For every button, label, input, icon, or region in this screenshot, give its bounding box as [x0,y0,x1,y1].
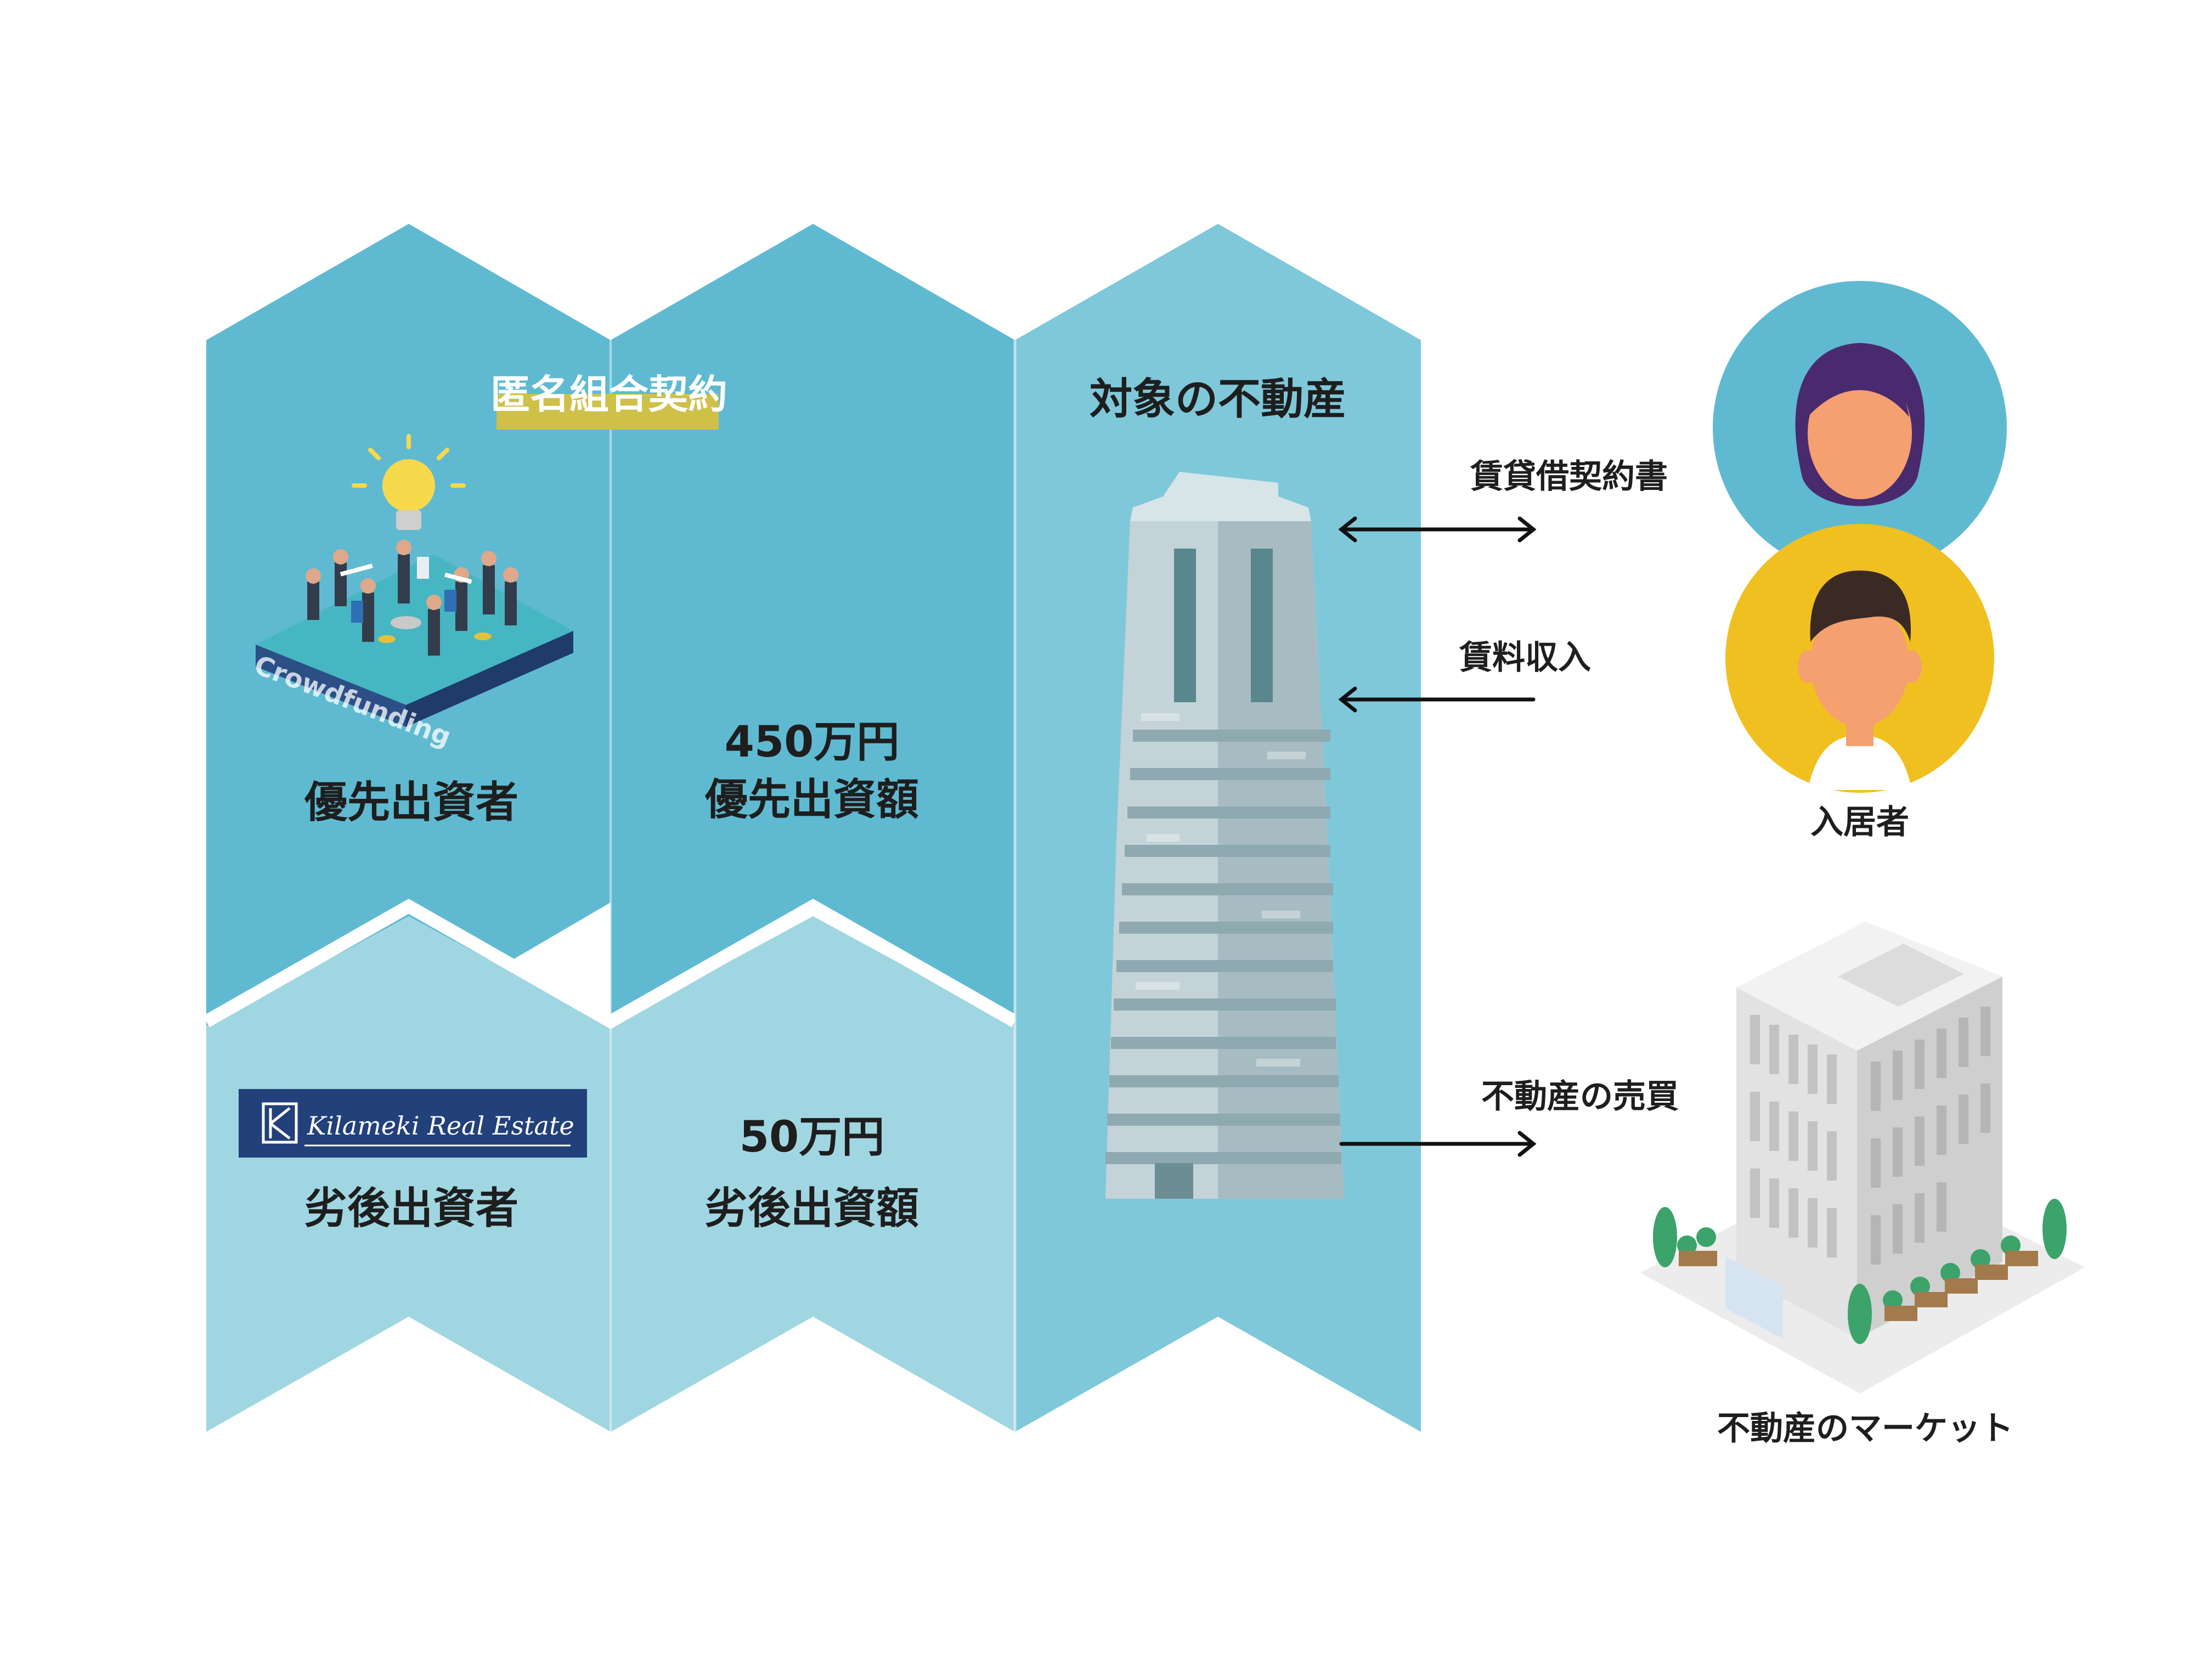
senior-investor-label: 優先出資者 [304,778,518,827]
lightbulb-icon [352,434,466,530]
sale-arrow [1339,1131,1537,1157]
market-label: 不動産のマーケット [1717,1409,2013,1448]
rent-income-label: 賃料収入 [1459,639,1591,677]
junior-amount: 50万円 [739,1113,885,1162]
junior-amount-label: 劣後出資額 [704,1184,919,1233]
lease-contract-label: 賃貸借契約書 [1470,458,1668,496]
kilameki-logo: Kilameki Real Estate [239,1089,587,1158]
tenants-label: 入居者 [1810,803,1909,842]
junior-amount-panel [611,916,1015,1432]
senior-amount: 450万円 [724,718,900,767]
senior-amount-label: 優先出資額 [704,775,919,825]
male-tenant-avatar [1725,524,1994,793]
rent-arrow [1338,686,1536,713]
contract-highlight [496,394,719,430]
property-title: 対象の不動産 [1089,375,1346,424]
female-tenant-avatar [1713,281,2007,575]
lease-arrow [1338,516,1537,543]
people-group [306,540,518,656]
panel-divider [203,899,1018,1029]
tower-building [1105,472,1344,1199]
junior-investor-panel [206,916,611,1432]
property-sale-label: 不動産の売買 [1481,1077,1679,1116]
contract-label: 匿名組合契約 [490,371,727,417]
market-building [1640,922,2085,1393]
logo-text: Kilameki Real Estate [307,1111,574,1141]
junior-investor-label: 劣後出資者 [304,1184,518,1233]
